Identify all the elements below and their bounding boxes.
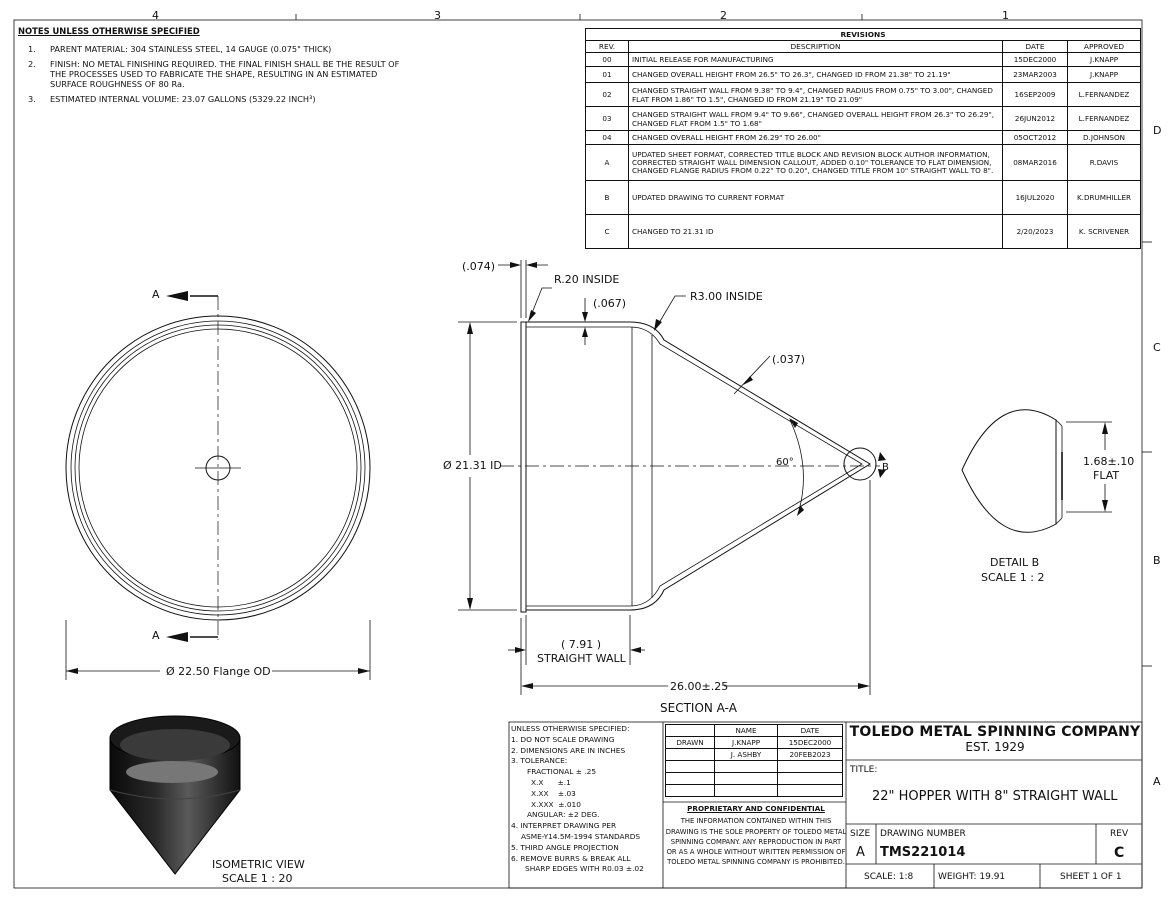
cone-thickness-dim: (.037): [772, 353, 805, 366]
inner-diameter-dim: Ø 21.31 ID: [443, 459, 502, 472]
checked-name: J. ASHBY: [714, 748, 778, 761]
rev-col-header: REV.: [585, 40, 629, 53]
scale-value: SCALE: 1:8: [864, 872, 914, 882]
wall-thickness-dim: (.067): [593, 297, 626, 310]
cone-radius-callout: R3.00 INSIDE: [690, 290, 763, 303]
flange-od-dimension: Ø 22.50 Flange OD: [166, 665, 271, 678]
detail-b-title: DETAIL B: [990, 556, 1039, 569]
drawing-number: TMS221014: [880, 845, 965, 860]
drawn-date: 15DEC2000: [777, 736, 843, 749]
note-item: 3.ESTIMATED INTERNAL VOLUME: 23.07 GALLO…: [28, 94, 316, 104]
proprietary-text: THE INFORMATION CONTAINED WITHIN THIS DR…: [665, 817, 847, 867]
flange-thickness-dim: (.074): [462, 260, 495, 273]
tolerance-block: UNLESS OTHERWISE SPECIFIED: 1. DO NOT SC…: [511, 724, 644, 874]
checked-date: 20FEB2023: [777, 748, 843, 761]
iso-view-scale: SCALE 1 : 20: [222, 872, 292, 885]
proprietary-heading: PROPRIETARY AND CONFIDENTIAL: [687, 804, 825, 813]
isometric-view: ISOMETRIC VIEW SCALE 1 : 20: [109, 715, 305, 885]
rev-value: C: [1114, 845, 1124, 861]
zone-label-a: A: [1153, 775, 1161, 788]
drawing-title: 22" HOPPER WITH 8" STRAIGHT WALL: [872, 789, 1118, 804]
detail-b-scale: SCALE 1 : 2: [981, 571, 1044, 584]
detail-b-circle: [843, 447, 877, 481]
straight-wall-value: ( 7.91 ): [561, 638, 601, 651]
flat-dimension-value: 1.68±.10: [1083, 455, 1134, 468]
drawn-name: J.KNAPP: [714, 736, 778, 749]
approved-col-header: APPROVED: [1067, 40, 1141, 53]
description-col-header: DESCRIPTION: [628, 40, 1003, 53]
section-view: B (.074) R.20 INSIDE (.067) R3.00 INSIDE…: [443, 260, 889, 715]
zone-label-3: 3: [434, 9, 441, 22]
title-block-grid: [508, 721, 1143, 889]
company-established: EST. 1929: [965, 740, 1025, 754]
proprietary-notice: PROPRIETARY AND CONFIDENTIAL THE INFORMA…: [665, 804, 847, 868]
date-col-header: DATE: [1002, 40, 1068, 53]
zone-label-4: 4: [152, 9, 159, 22]
iso-view-title: ISOMETRIC VIEW: [212, 858, 305, 871]
straight-wall-label: STRAIGHT WALL: [537, 652, 627, 665]
flat-dimension-label: FLAT: [1093, 469, 1119, 482]
overall-height-dim: 26.00±.25: [670, 680, 728, 693]
notes-block: NOTES UNLESS OTHERWISE SPECIFIED 1.PAREN…: [18, 26, 578, 109]
notes-heading: NOTES UNLESS OTHERWISE SPECIFIED: [18, 26, 200, 36]
zone-label-d: D: [1153, 124, 1161, 137]
size-value: A: [856, 845, 865, 860]
zone-label-c: C: [1153, 341, 1161, 354]
company-name: TOLEDO METAL SPINNING COMPANY: [849, 724, 1141, 740]
front-view: A A Ø 22.50 Flange OD: [65, 288, 371, 680]
rev-label: REV: [1110, 829, 1129, 839]
section-view-label: SECTION A-A: [660, 701, 738, 715]
weight-value: WEIGHT: 19.91: [938, 872, 1005, 882]
drawn-label: DRAWN: [665, 736, 715, 749]
detail-b-ref: B: [882, 462, 889, 473]
flange-radius-callout: R.20 INSIDE: [554, 273, 619, 286]
drawing-number-label: DRAWING NUMBER: [880, 829, 966, 839]
note-item: 2.FINISH: NO METAL FINISHING REQUIRED. T…: [28, 59, 400, 89]
revisions-table: REVISIONS REV. DESCRIPTION DATE APPROVED…: [585, 28, 1141, 249]
zone-label-b: B: [1153, 554, 1161, 567]
note-item: 1.PARENT MATERIAL: 304 STAINLESS STEEL, …: [28, 44, 332, 54]
size-label: SIZE: [850, 829, 871, 839]
detail-view: 1.68±.10 FLAT DETAIL B SCALE 1 : 2: [961, 409, 1134, 584]
company-header: TOLEDO METAL SPINNING COMPANY EST. 1929: [849, 724, 1141, 754]
section-marker-top: A: [152, 288, 160, 301]
section-marker-bottom: A: [152, 629, 160, 642]
cone-angle-dim: 60°: [776, 457, 794, 468]
zone-label-2: 2: [720, 9, 727, 22]
sheet-value: SHEET 1 OF 1: [1060, 872, 1122, 882]
zone-label-1: 1: [1002, 9, 1009, 22]
revisions-title: REVISIONS: [585, 28, 1141, 41]
title-label: TITLE:: [849, 765, 877, 775]
